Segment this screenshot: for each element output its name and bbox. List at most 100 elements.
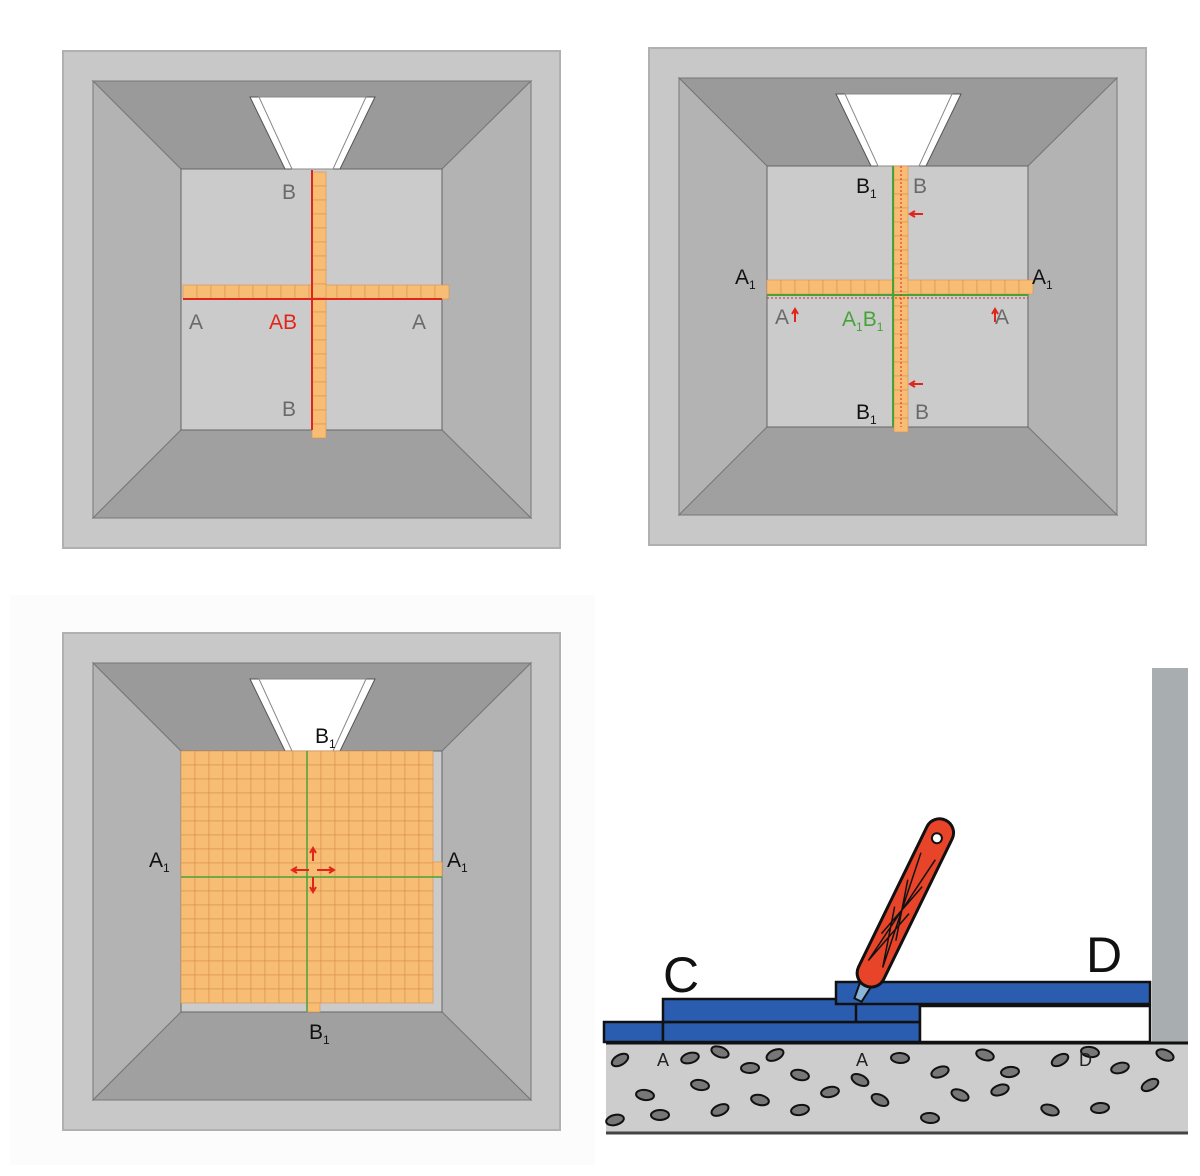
tile bbox=[264, 946, 280, 962]
tile bbox=[311, 297, 327, 313]
label-a1-left: A1 bbox=[149, 849, 170, 875]
tile bbox=[404, 778, 420, 794]
arrow-left-icon bbox=[908, 210, 923, 218]
tile bbox=[893, 417, 909, 433]
tiles bbox=[602, 980, 1152, 1044]
pebble bbox=[1050, 1052, 1070, 1068]
tile bbox=[320, 932, 336, 948]
tile bbox=[292, 932, 308, 948]
tile bbox=[404, 834, 420, 850]
tile bbox=[311, 367, 327, 383]
tile bbox=[222, 848, 238, 864]
arrow-left-icon bbox=[908, 380, 923, 388]
tile bbox=[334, 862, 350, 878]
tile bbox=[222, 974, 238, 990]
tile bbox=[311, 423, 327, 439]
tile bbox=[311, 409, 327, 425]
tile bbox=[893, 305, 909, 321]
tile bbox=[362, 876, 378, 892]
tile bbox=[320, 778, 336, 794]
tile bbox=[278, 974, 294, 990]
aggregate-pebbles bbox=[605, 1045, 1175, 1127]
tile bbox=[280, 284, 296, 300]
tile bbox=[1018, 279, 1034, 295]
tile bbox=[222, 988, 238, 1004]
tile bbox=[292, 974, 308, 990]
tile bbox=[236, 750, 252, 766]
tile bbox=[180, 890, 196, 906]
tile bbox=[306, 1002, 321, 1013]
pebble bbox=[740, 1061, 760, 1075]
tile bbox=[222, 918, 238, 934]
tile bbox=[334, 806, 350, 822]
label-b-top: B bbox=[282, 181, 296, 204]
tile bbox=[348, 890, 364, 906]
tile bbox=[194, 848, 210, 864]
tile bbox=[306, 834, 322, 850]
tile bbox=[320, 806, 336, 822]
tile bbox=[208, 988, 224, 1004]
tile bbox=[376, 792, 392, 808]
utility-knife-icon bbox=[853, 817, 956, 1004]
tile bbox=[418, 876, 434, 892]
tile bbox=[236, 792, 252, 808]
tile bbox=[362, 974, 378, 990]
tile bbox=[194, 946, 210, 962]
tile bbox=[334, 820, 350, 836]
tile bbox=[194, 806, 210, 822]
tile bbox=[306, 750, 322, 766]
tile bbox=[236, 806, 252, 822]
arrow-right-icon bbox=[317, 866, 336, 874]
pebble bbox=[765, 1048, 785, 1062]
shift-arrows bbox=[791, 210, 999, 388]
tile bbox=[278, 988, 294, 1004]
tile bbox=[208, 862, 224, 878]
pebble bbox=[1080, 1045, 1100, 1059]
tile bbox=[292, 764, 308, 780]
tile bbox=[404, 820, 420, 836]
tile bbox=[334, 750, 350, 766]
tile bbox=[292, 876, 308, 892]
tile bbox=[376, 890, 392, 906]
tile bbox=[264, 904, 280, 920]
tile bbox=[348, 778, 364, 794]
tile bbox=[893, 249, 909, 265]
tile bbox=[278, 778, 294, 794]
tile bbox=[180, 778, 196, 794]
tile bbox=[348, 946, 364, 962]
tile bbox=[278, 946, 294, 962]
tile bbox=[208, 834, 224, 850]
label-c: C bbox=[663, 947, 699, 1003]
tile bbox=[320, 848, 336, 864]
tile bbox=[250, 862, 266, 878]
laid-tile bbox=[602, 1020, 665, 1044]
tile bbox=[278, 918, 294, 934]
tile bbox=[390, 876, 406, 892]
tile bbox=[334, 890, 350, 906]
tile bbox=[208, 806, 224, 822]
tile bbox=[362, 988, 378, 1004]
tile bbox=[264, 862, 280, 878]
tile bbox=[348, 988, 364, 1004]
tile bbox=[222, 750, 238, 766]
pebble bbox=[1155, 1048, 1175, 1062]
tile bbox=[376, 806, 392, 822]
tile bbox=[418, 862, 434, 878]
tile bbox=[292, 904, 308, 920]
tile bbox=[348, 834, 364, 850]
tile bbox=[306, 918, 322, 934]
panel-adjusted-lines: B1 B A1 A1 A A A1B1 B1 B bbox=[648, 47, 1147, 546]
tile bbox=[320, 764, 336, 780]
tile bbox=[362, 834, 378, 850]
tile bbox=[264, 988, 280, 1004]
tile bbox=[390, 932, 406, 948]
tile bbox=[320, 918, 336, 934]
tile bbox=[976, 279, 992, 295]
tile bbox=[376, 778, 392, 794]
tile bbox=[336, 284, 352, 300]
tile bbox=[334, 932, 350, 948]
tile bbox=[292, 778, 308, 794]
tile bbox=[208, 764, 224, 780]
tile bbox=[392, 284, 408, 300]
